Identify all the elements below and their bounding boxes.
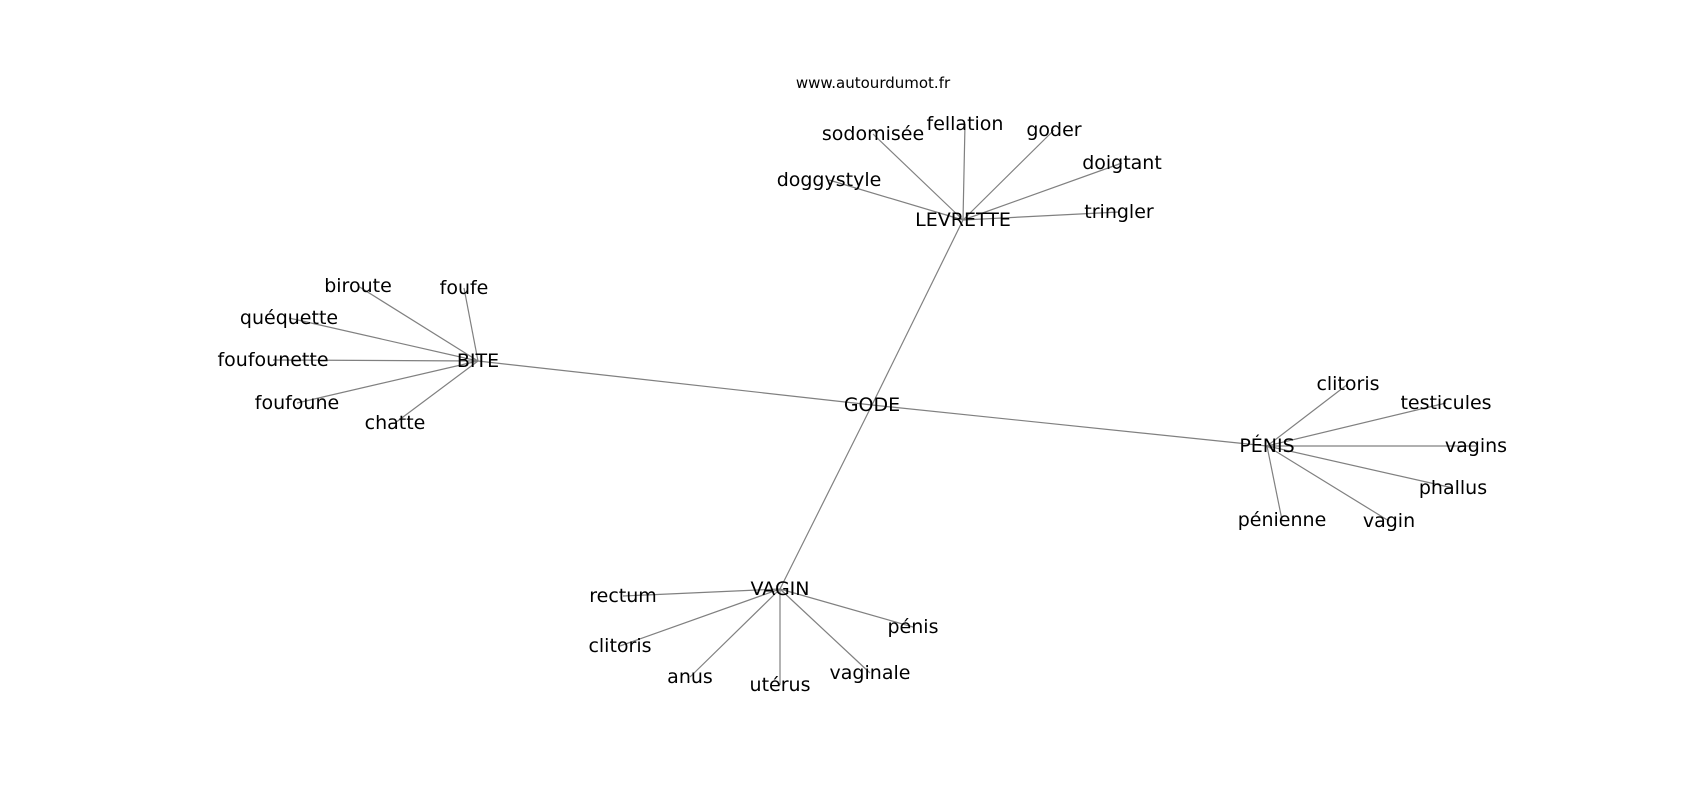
edge-levrette-leaf [962,129,1055,221]
hub-node-penis: PÉNIS [1239,434,1294,457]
edge-levrette-leaf [872,133,964,221]
leaf-node-label: anus [667,666,713,688]
edge-bite-leaf [296,360,479,404]
hub-node-bite: BITE [457,350,499,372]
edge-penis-leaf [1266,445,1454,489]
edge-vagin-leaf [619,588,781,647]
graph-edges [272,123,1476,685]
edge-center-vagin [779,404,873,590]
leaf-node-label: foufounette [217,349,328,371]
leaf-node-label: goder [1026,119,1081,141]
leaf-node-label: clitoris [1316,373,1379,395]
leaf-node-label: vaginale [830,662,911,684]
leaf-node-label: tringler [1084,201,1154,223]
leaf-node-label: rectum [589,585,657,607]
edge-levrette-leaf [962,162,1123,221]
edge-penis-leaf [1266,445,1390,522]
edge-penis-leaf [1266,383,1349,447]
edge-vagin-leaf [779,588,871,674]
leaf-node-label: doggystyle [777,169,882,191]
edge-bite-leaf [357,285,479,362]
leaf-node-label: utérus [750,674,811,696]
edge-bite-leaf [394,360,479,424]
leaf-node-label: testicules [1400,392,1491,414]
leaf-node-label: chatte [365,412,426,434]
leaf-node-label: vagin [1363,510,1415,532]
leaf-node-label: vagins [1445,435,1507,457]
edge-levrette-leaf [962,123,966,221]
leaf-node-label: sodomisée [822,123,924,145]
edge-levrette-leaf [828,179,964,221]
edge-center-penis [871,404,1268,447]
leaf-node-label: fellation [927,113,1004,135]
leaf-node-label: quéquette [240,307,338,329]
edge-penis-leaf [1266,445,1283,521]
center-node-label: GODE [844,394,900,416]
edge-vagin-leaf [779,588,914,628]
edge-vagin-leaf [689,588,781,678]
leaf-node-label: doigtant [1082,152,1162,174]
edge-vagin-leaf [622,588,781,597]
leaf-node-label: pénienne [1238,509,1327,531]
edge-bite-leaf [463,287,479,362]
edge-levrette-leaf [962,211,1120,221]
edge-bite-leaf [272,359,479,362]
leaf-node-label: pénis [888,616,939,638]
leaf-node-label: foufoune [255,392,339,414]
leaf-node-label: clitoris [588,635,651,657]
edge-center-levrette [871,219,964,406]
hub-node-levrette: LEVRETTE [915,209,1011,231]
leaf-node-label: foufe [440,277,489,299]
edge-center-bite [477,360,873,406]
watermark-text: www.autourdumot.fr [796,74,951,92]
edge-bite-leaf [288,317,479,362]
leaf-node-label: biroute [324,275,392,297]
leaf-node-label: phallus [1419,477,1487,499]
edge-penis-leaf [1266,402,1447,447]
hub-node-vagin: VAGIN [751,578,810,600]
